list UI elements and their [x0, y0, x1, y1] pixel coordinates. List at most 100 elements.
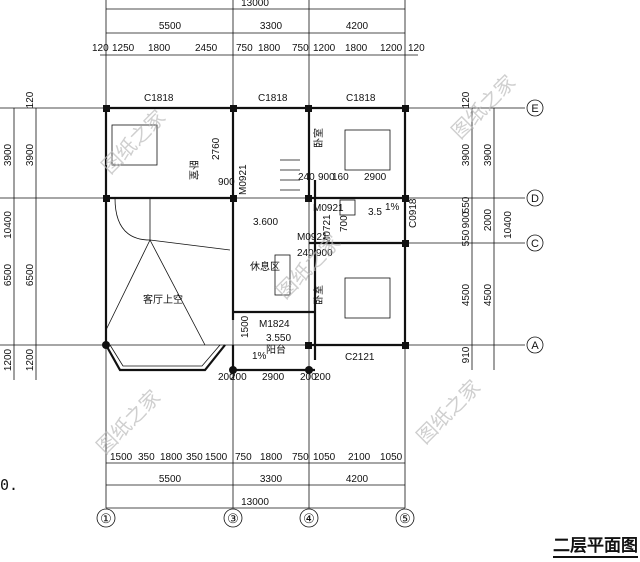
- window-label: C1818: [144, 93, 174, 104]
- dim-detail: 1800: [258, 43, 281, 54]
- dim-detail: 120: [92, 43, 109, 54]
- window-label: C1818: [346, 93, 376, 104]
- dim-span: 4500: [483, 283, 494, 306]
- elevation-label: 3.550: [266, 333, 291, 344]
- svg-text:2760: 2760: [211, 137, 222, 160]
- top-dimensions: 13000 5500 3300 4200 120 1250 1800 2450 …: [92, 0, 425, 56]
- dim-total-left: 10400: [3, 211, 14, 239]
- axis-label: E: [531, 103, 538, 115]
- svg-text:700: 700: [339, 215, 350, 232]
- dim-detail: 2450: [195, 43, 218, 54]
- dim-detail: 1500: [110, 452, 133, 463]
- axis-label: D: [531, 193, 539, 205]
- dim-detail: 1800: [160, 452, 183, 463]
- svg-text:2900: 2900: [262, 372, 285, 383]
- svg-text:200: 200: [218, 372, 235, 383]
- door-label: M0921: [238, 164, 249, 195]
- dim-detail: 3900: [461, 143, 472, 166]
- dim-span: 1200: [3, 348, 14, 371]
- dim-total-top: 13000: [241, 0, 269, 9]
- svg-text:2900: 2900: [364, 172, 387, 183]
- dim-detail: 1800: [345, 43, 368, 54]
- svg-text:900: 900: [316, 248, 333, 259]
- dim-detail: 1200: [313, 43, 336, 54]
- dim-detail: 120: [25, 91, 36, 108]
- svg-text:图纸之家: 图纸之家: [447, 71, 520, 144]
- window-label: C2121: [345, 352, 375, 363]
- dim-detail: 350: [186, 452, 203, 463]
- walls: [102, 105, 409, 374]
- svg-text:200: 200: [300, 372, 317, 383]
- dim-detail: 4500: [461, 283, 472, 306]
- svg-text:240: 240: [297, 248, 314, 259]
- svg-text:1500: 1500: [240, 315, 251, 338]
- slope-label: 1%: [385, 202, 400, 213]
- dim-detail: 1500: [205, 452, 228, 463]
- room-label: 休息区: [250, 260, 280, 273]
- window-label: C1818: [258, 93, 288, 104]
- left-dimensions: 10400 3900 6500 1200 120 3900 6500 1200: [3, 91, 37, 380]
- window-label: C0918: [408, 198, 419, 228]
- svg-text:160: 160: [332, 172, 349, 183]
- door-label: M1824: [259, 319, 290, 330]
- watermarks: 图纸之家 图纸之家 图纸之家 图纸之家 图纸之家: [92, 71, 520, 459]
- dim-detail: 550: [461, 229, 472, 246]
- room-label: 卧室: [312, 285, 325, 305]
- grid-axes: [0, 0, 525, 508]
- dim-span: 5500: [159, 21, 182, 32]
- dim-span: 910: [461, 346, 472, 363]
- dim-span: 5500: [159, 474, 182, 485]
- dim-detail: 120: [461, 91, 472, 108]
- dim-span: 4200: [346, 21, 369, 32]
- svg-text:图纸之家: 图纸之家: [97, 106, 170, 179]
- svg-text:图纸之家: 图纸之家: [412, 376, 485, 449]
- dim-detail: 750: [236, 43, 253, 54]
- svg-text:240: 240: [298, 172, 315, 183]
- bottom-dimensions: 1500 350 1800 350 1500 750 1800 750 1050…: [106, 452, 405, 509]
- dim-detail: 1800: [260, 452, 283, 463]
- dim-span: 2000: [483, 208, 494, 231]
- dim-detail: 900: [461, 211, 472, 228]
- dim-detail: 550: [461, 196, 472, 213]
- dim-detail: 3900: [25, 143, 36, 166]
- axis-label: ①: [100, 511, 112, 526]
- dim-span: 3300: [260, 474, 283, 485]
- axis-label: C: [531, 238, 539, 250]
- room-label: 阳台: [266, 343, 286, 356]
- door-label: M0921: [297, 232, 328, 243]
- dim-detail: 1250: [112, 43, 135, 54]
- svg-text:900: 900: [318, 172, 335, 183]
- annotations: C1818 C1818 C1818 C2121 C0918 M0921 M092…: [143, 93, 419, 383]
- dim-detail: 120: [408, 43, 425, 54]
- dim-detail: 1800: [148, 43, 171, 54]
- dim-detail: 6500: [25, 263, 36, 286]
- door-label: M0721: [322, 214, 333, 245]
- door-label: M0921: [313, 203, 344, 214]
- slope-label: 1%: [252, 351, 267, 362]
- axis-label: A: [531, 340, 539, 352]
- dim-detail: 1200: [25, 348, 36, 371]
- svg-text:900: 900: [218, 177, 235, 188]
- svg-text:200: 200: [230, 372, 247, 383]
- axis-label: ③: [227, 511, 239, 526]
- dim-detail: 750: [235, 452, 252, 463]
- dim-detail: 750: [292, 452, 309, 463]
- dim-detail: 2100: [348, 452, 371, 463]
- axis-bubbles: ① ③ ④ ⑤ E D C A: [96, 99, 544, 528]
- dim-detail: 1200: [380, 43, 403, 54]
- room-label: 客厅上空: [143, 293, 183, 306]
- dim-span: 3900: [483, 143, 494, 166]
- elevation-label: 3.600: [253, 217, 278, 228]
- dim-detail: 1050: [380, 452, 403, 463]
- dim-total-bottom: 13000: [241, 497, 269, 508]
- room-label: 卧室: [187, 160, 200, 180]
- drawing-title: 二层平面图: [553, 531, 638, 558]
- dim-detail: 750: [292, 43, 309, 54]
- axis-label: ⑤: [399, 511, 411, 526]
- room-label: 卧室: [312, 128, 325, 148]
- svg-text:图纸之家: 图纸之家: [92, 386, 165, 459]
- dim-detail: 350: [138, 452, 155, 463]
- dim-span: 3300: [260, 21, 283, 32]
- dim-total-right: 10400: [503, 211, 514, 239]
- elevation-label: 3.5: [368, 207, 382, 218]
